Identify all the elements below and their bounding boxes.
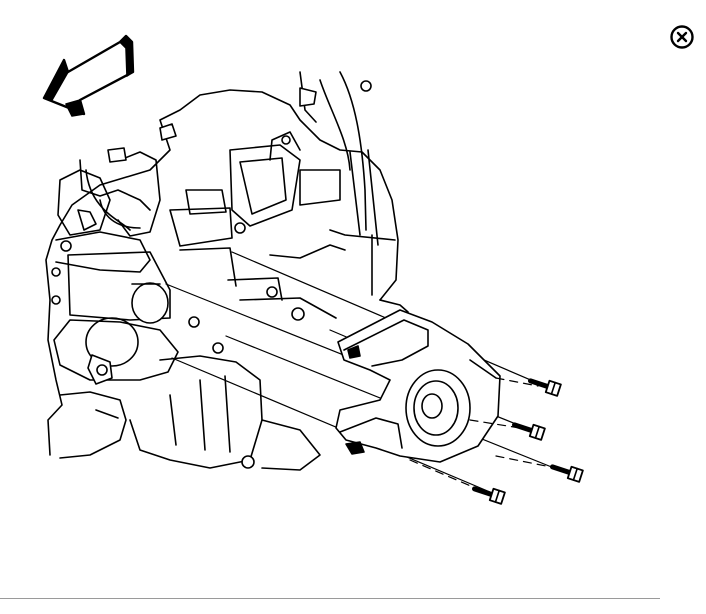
close-button[interactable] — [669, 24, 695, 50]
engine-bolt-heads — [51, 135, 305, 469]
front-direction-arrow-icon — [42, 34, 135, 117]
bolt-dash-lines — [409, 377, 557, 491]
engine-block — [45, 89, 409, 471]
engine-mount — [335, 309, 501, 463]
wiring-harness — [77, 71, 372, 231]
alignment-lines — [165, 251, 565, 493]
bottom-divider — [0, 598, 660, 599]
close-circle-x-icon — [670, 25, 694, 49]
bolt-icon — [471, 378, 584, 505]
